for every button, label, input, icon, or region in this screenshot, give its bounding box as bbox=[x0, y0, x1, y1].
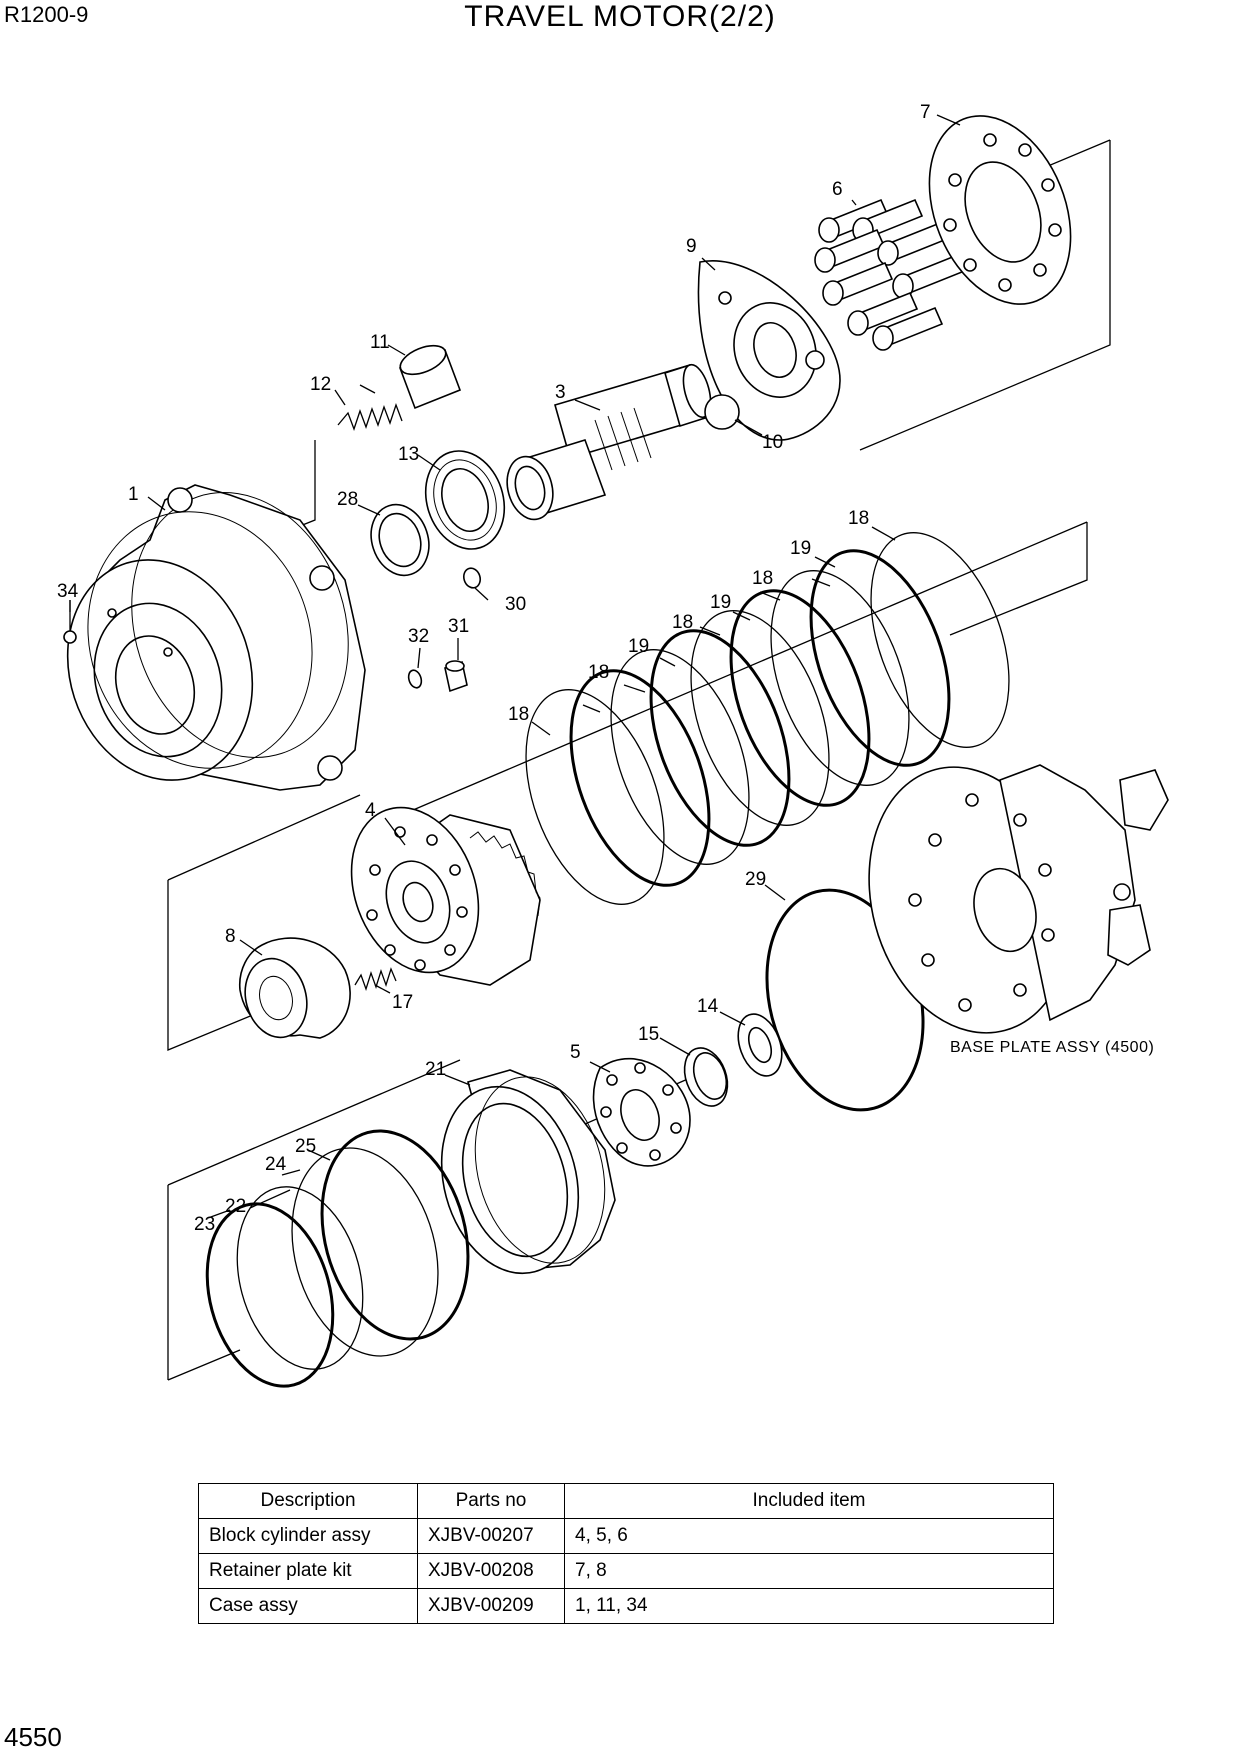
callout-3: 3 bbox=[555, 382, 566, 403]
page-number: 4550 bbox=[4, 1722, 62, 1752]
part-15-ring bbox=[683, 1047, 729, 1107]
callout-8: 8 bbox=[225, 926, 236, 947]
callout-15: 15 bbox=[638, 1024, 659, 1045]
model-number: R1200-9 bbox=[4, 2, 89, 27]
part-1-motor-case bbox=[66, 484, 366, 791]
part-12-spring bbox=[337, 384, 403, 431]
callout-30: 30 bbox=[505, 594, 526, 615]
callout-19-a: 19 bbox=[790, 538, 811, 559]
col-included-item: Included item bbox=[564, 1483, 1054, 1519]
callout-34: 34 bbox=[57, 581, 79, 602]
part-13-bearing bbox=[424, 450, 506, 550]
callout-19-c: 19 bbox=[628, 636, 649, 657]
callout-1: 1 bbox=[128, 484, 139, 505]
callout-22: 22 bbox=[225, 1196, 246, 1217]
part-9-valve-plate bbox=[697, 259, 841, 441]
callout-19-b: 19 bbox=[710, 592, 731, 613]
callout-4: 4 bbox=[365, 800, 376, 821]
callout-28: 28 bbox=[337, 489, 358, 510]
base-plate-note: BASE PLATE ASSY (4500) bbox=[950, 1039, 1154, 1056]
base-plate-assy bbox=[868, 764, 1169, 1034]
part-21-cover bbox=[440, 1069, 616, 1275]
callout-18-b: 18 bbox=[752, 568, 773, 589]
leader-lines bbox=[69, 114, 961, 1219]
callout-14: 14 bbox=[697, 996, 719, 1017]
table-row: Case assy XJBV-00209 1, 11, 34 bbox=[198, 1588, 1054, 1624]
col-description: Description bbox=[198, 1483, 418, 1519]
callout-7: 7 bbox=[920, 102, 931, 123]
rings-18-19 bbox=[525, 532, 1010, 905]
callout-18-c: 18 bbox=[672, 612, 693, 633]
callout-23: 23 bbox=[194, 1214, 215, 1235]
callout-10: 10 bbox=[762, 432, 783, 453]
col-parts-no: Parts no bbox=[417, 1483, 565, 1519]
cell-description: Block cylinder assy bbox=[198, 1518, 418, 1554]
callout-29: 29 bbox=[745, 869, 766, 890]
cell-included: 7, 8 bbox=[564, 1553, 1054, 1589]
cell-parts-no: XJBV-00208 bbox=[417, 1553, 565, 1589]
callout-18-a: 18 bbox=[848, 508, 869, 529]
exploded-parts-diagram: BASE PLATE ASSY (4500) bbox=[57, 102, 1169, 1388]
callout-17: 17 bbox=[392, 992, 413, 1013]
part-3-shaft bbox=[506, 363, 712, 521]
callout-32: 32 bbox=[408, 626, 429, 647]
cell-included: 1, 11, 34 bbox=[564, 1588, 1054, 1624]
part-17-spring bbox=[354, 967, 397, 992]
page-title: TRAVEL MOTOR(2/2) bbox=[464, 0, 776, 33]
part-4-cylinder-block bbox=[350, 806, 541, 986]
part-5-shoe-plate bbox=[592, 1057, 691, 1167]
callout-24: 24 bbox=[265, 1154, 287, 1175]
part-8-retainer bbox=[238, 937, 351, 1039]
callout-21: 21 bbox=[425, 1059, 446, 1080]
part-7-retainer-plate bbox=[928, 115, 1072, 305]
part-34-bolt bbox=[63, 600, 77, 644]
part-30-o-ring bbox=[462, 567, 482, 589]
callout-31: 31 bbox=[448, 616, 469, 637]
part-10-ball bbox=[704, 394, 740, 430]
callout-18-e: 18 bbox=[508, 704, 529, 725]
part-14-bearing bbox=[737, 1013, 783, 1077]
cell-parts-no: XJBV-00209 bbox=[417, 1588, 565, 1624]
cell-description: Retainer plate kit bbox=[198, 1553, 418, 1589]
callout-labels: 1 3 4 5 6 7 8 9 10 11 12 13 14 15 17 18 … bbox=[57, 102, 931, 1235]
callout-9: 9 bbox=[686, 236, 697, 257]
part-32-o-ring bbox=[407, 669, 423, 689]
part-6-pistons bbox=[814, 198, 964, 351]
table-row: Retainer plate kit XJBV-00208 7, 8 bbox=[198, 1553, 1054, 1589]
cell-description: Case assy bbox=[198, 1588, 418, 1624]
part-28-ring bbox=[370, 503, 430, 577]
callout-11: 11 bbox=[370, 332, 390, 353]
callout-13: 13 bbox=[398, 444, 419, 465]
cell-parts-no: XJBV-00207 bbox=[417, 1518, 565, 1554]
kit-table: Description Parts no Included item Block… bbox=[198, 1483, 1054, 1624]
callout-6: 6 bbox=[832, 179, 843, 200]
part-11-bushing bbox=[398, 344, 462, 410]
callout-25: 25 bbox=[295, 1136, 316, 1157]
callout-12: 12 bbox=[310, 374, 331, 395]
table-row: Block cylinder assy XJBV-00207 4, 5, 6 bbox=[198, 1518, 1054, 1554]
rings-22-25 bbox=[205, 1129, 470, 1388]
kit-table-header-row: Description Parts no Included item bbox=[198, 1483, 1054, 1519]
part-31-plug bbox=[444, 660, 468, 693]
cell-included: 4, 5, 6 bbox=[564, 1518, 1054, 1554]
callout-18-d: 18 bbox=[588, 662, 609, 683]
callout-5: 5 bbox=[570, 1042, 581, 1063]
